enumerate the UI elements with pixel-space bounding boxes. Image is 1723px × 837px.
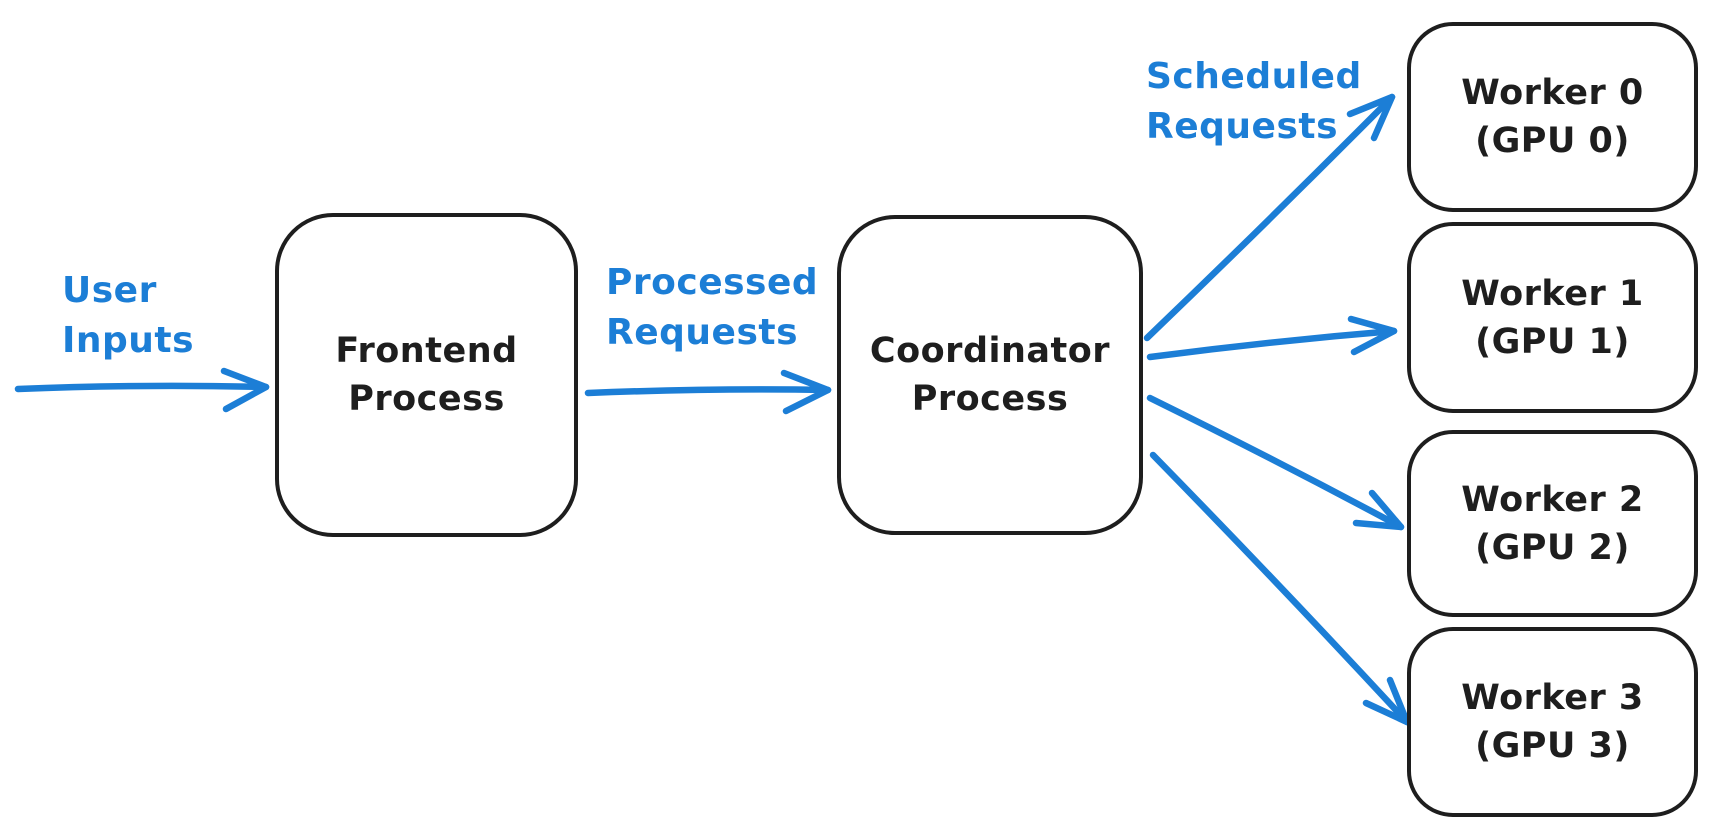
arrow-scheduled-worker-0	[1143, 93, 1396, 342]
scheduled-requests-edge-label: Scheduled Requests	[1146, 52, 1362, 152]
worker-3-node: Worker 3 (GPU 3)	[1407, 627, 1698, 817]
frontend-process-node: Frontend Process	[275, 213, 578, 537]
worker-2-label: Worker 2	[1461, 479, 1644, 520]
arrow-user-inputs	[14, 367, 270, 413]
worker-1-label: Worker 1	[1461, 273, 1644, 314]
worker-3-label: Worker 3	[1461, 678, 1644, 718]
worker-0-gpu-label: (GPU 0)	[1475, 121, 1630, 161]
worker-1-gpu-label: (GPU 1)	[1475, 321, 1630, 362]
arrow-processed-requests	[584, 369, 832, 415]
processed-requests-label-line1: Processed	[606, 262, 819, 303]
worker-0-label: Worker 0	[1461, 73, 1644, 113]
scheduled-requests-label-line1: Scheduled	[1146, 56, 1362, 97]
coordinator-process-node: Coordinator Process	[837, 215, 1143, 535]
arrow-scheduled-worker-2	[1146, 394, 1405, 531]
scheduled-requests-label-line2: Requests	[1146, 106, 1339, 147]
worker-2-node: Worker 2 (GPU 2)	[1407, 430, 1698, 617]
frontend-process-label-line2: Process	[348, 379, 505, 419]
frontend-process-label-line1: Frontend	[335, 331, 518, 371]
worker-0-node: Worker 0 (GPU 0)	[1407, 22, 1698, 212]
coordinator-process-label-line1: Coordinator	[869, 331, 1111, 371]
arrow-scheduled-worker-3	[1149, 451, 1411, 726]
user-inputs-label-line1: User	[62, 270, 157, 311]
arrow-scheduled-worker-1	[1146, 315, 1398, 361]
worker-1-node: Worker 1 (GPU 1)	[1407, 222, 1698, 413]
worker-2-gpu-label: (GPU 2)	[1475, 527, 1630, 568]
user-inputs-label-line2: Inputs	[62, 320, 195, 361]
user-inputs-edge-label: User Inputs	[62, 266, 194, 366]
processed-requests-edge-label: Processed Requests	[606, 258, 818, 358]
worker-3-gpu-label: (GPU 3)	[1475, 726, 1630, 766]
processed-requests-label-line2: Requests	[606, 312, 799, 353]
coordinator-process-label-line2: Process	[911, 379, 1069, 419]
